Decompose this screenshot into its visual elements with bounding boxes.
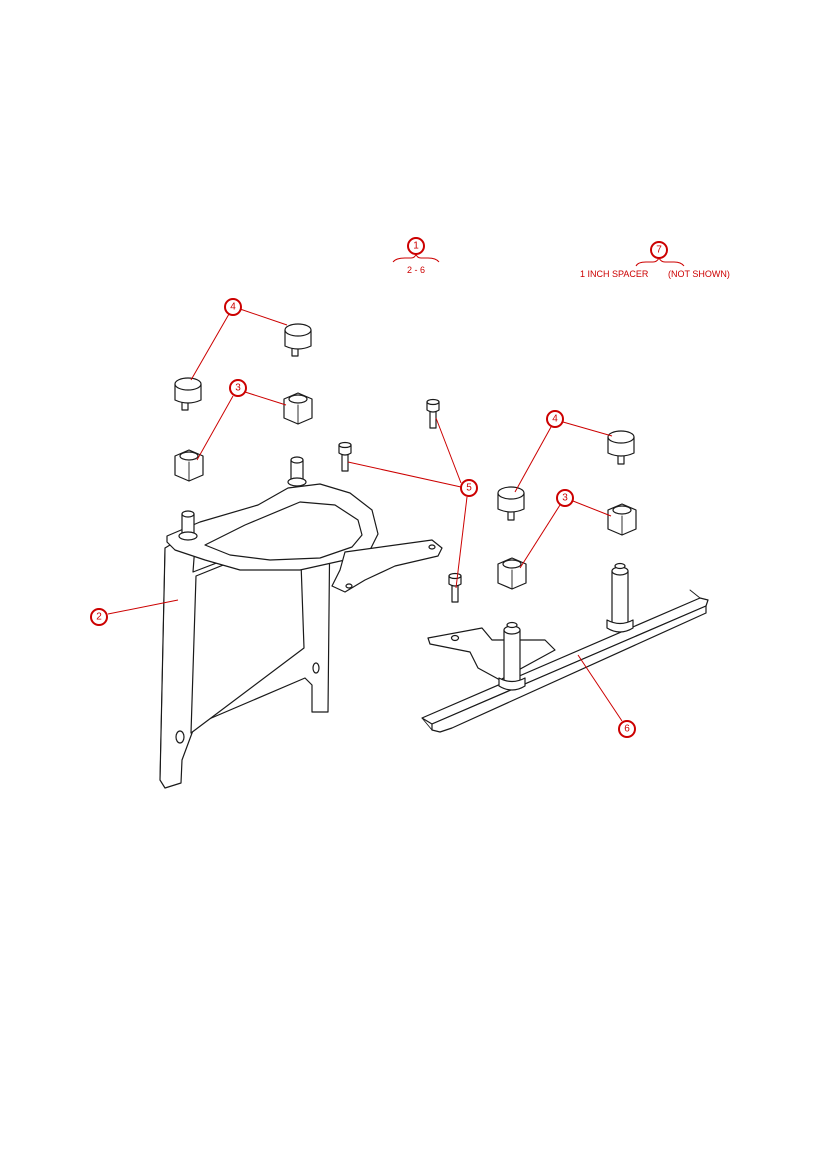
spacer-left-lower bbox=[174, 449, 204, 482]
balloon-3-left: 3 bbox=[229, 379, 247, 397]
screw-upper bbox=[426, 398, 440, 429]
balloon-label: 5 bbox=[466, 483, 472, 494]
balloon-4-right: 4 bbox=[546, 410, 564, 428]
balloon-label: 3 bbox=[562, 493, 568, 504]
leader-lines bbox=[107, 308, 623, 722]
frame-stud-right bbox=[287, 456, 307, 487]
balloon-label: 4 bbox=[230, 302, 236, 313]
assembly-range-note: 2 - 6 bbox=[407, 265, 425, 275]
balloon-4-left: 4 bbox=[224, 298, 242, 316]
balloon-circle bbox=[650, 241, 668, 259]
spacer-right-upper bbox=[607, 503, 637, 536]
assembly-item-number: 1 bbox=[413, 241, 419, 252]
balloon-3-right: 3 bbox=[556, 489, 574, 507]
bumper-right-lower bbox=[497, 486, 525, 521]
balloon-label: 3 bbox=[235, 383, 241, 394]
spacer-note-status: (NOT SHOWN) bbox=[668, 269, 730, 279]
screw-lower bbox=[448, 572, 462, 603]
balloon-label: 2 bbox=[96, 612, 102, 623]
bumper-right-upper bbox=[607, 430, 635, 465]
balloon-circle bbox=[407, 237, 425, 255]
spacer-right-lower bbox=[497, 557, 527, 590]
rail-post-right bbox=[606, 562, 634, 633]
bumper-left-upper bbox=[284, 323, 312, 357]
rail-post-left bbox=[498, 621, 526, 691]
assembly-callout: 1 2 - 6 bbox=[392, 237, 440, 275]
spacer-note-callout: 7 1 INCH SPACER (NOT SHOWN) bbox=[580, 241, 730, 279]
balloon-label: 4 bbox=[552, 414, 558, 425]
spacer-note-label: 1 INCH SPACER bbox=[580, 269, 649, 279]
support-frame bbox=[159, 456, 443, 789]
spacer-left-upper bbox=[283, 392, 313, 425]
frame-stud-left bbox=[178, 510, 198, 541]
balloon-label: 6 bbox=[624, 724, 630, 735]
balloon-2: 2 bbox=[90, 608, 108, 626]
mounting-rail bbox=[421, 562, 709, 733]
balloon-5: 5 bbox=[460, 479, 478, 497]
spacer-note-item-number: 7 bbox=[656, 245, 662, 256]
balloon-6: 6 bbox=[618, 720, 636, 738]
bumper-left-lower bbox=[174, 377, 202, 411]
screw-middle bbox=[338, 441, 352, 472]
